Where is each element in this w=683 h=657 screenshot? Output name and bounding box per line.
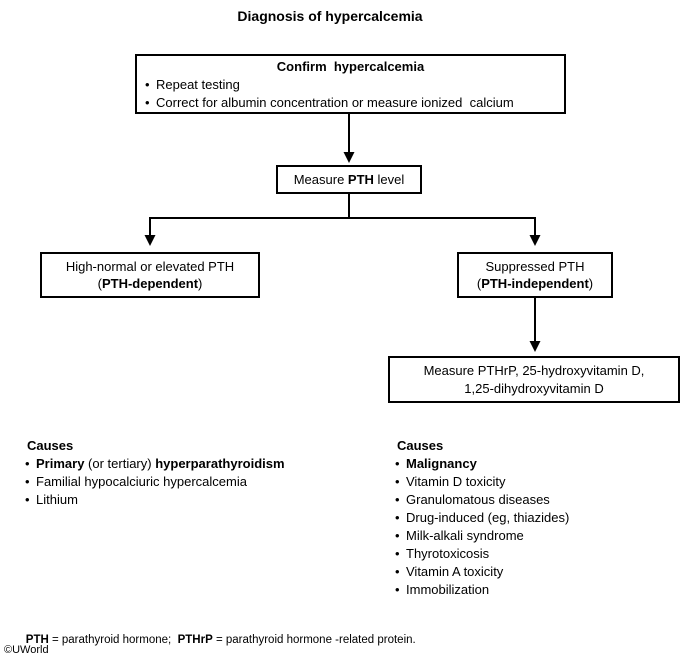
branch-connector — [144, 193, 541, 246]
bullet-glyph: • — [395, 492, 400, 507]
cause-item-text: Drug-induced (eg, thiazides) — [406, 510, 570, 525]
footnote-pth-abbrev: PTH — [25, 634, 49, 646]
bullet-glyph: • — [395, 546, 400, 561]
causes-left-heading: Causes — [27, 438, 74, 453]
arrow-suppressed-to-pthrp — [529, 298, 541, 352]
measure-pth-box: Measure PTH level — [276, 165, 422, 194]
footnote-text: = parathyroid hormone -related protein. — [212, 634, 416, 646]
page-title: Diagnosis of hypercalcemia — [237, 8, 423, 24]
causes-pth-independent: Causes • Malignancy • Vitamin D toxicity… — [395, 437, 680, 599]
cause-seg: (or tertiary) — [84, 456, 156, 471]
measure-pth-text-post: level — [373, 171, 405, 187]
cause-item-text: Malignancy — [406, 456, 477, 471]
measure-pth-text-bold: PTH — [347, 171, 374, 187]
confirm-bullet-1: • Repeat testing — [145, 76, 556, 94]
confirm-bullet-2-text: Correct for albumin concentration or mea… — [156, 95, 514, 110]
causes-right-heading: Causes — [397, 438, 444, 453]
pth-dependent-bold: PTH-dependent — [101, 276, 199, 291]
cause-seg-bold: Primary — [36, 456, 85, 471]
bullet-glyph: • — [145, 95, 150, 110]
bullet-glyph: • — [25, 492, 30, 507]
paren-close: ) — [588, 276, 594, 291]
cause-item-text: Lithium — [36, 492, 78, 507]
paren-close: ) — [198, 276, 203, 291]
confirm-box-title: Confirm hypercalcemia — [276, 59, 425, 74]
confirm-bullet-2: • Correct for albumin concentration or m… — [145, 94, 556, 112]
cause-item-text: Vitamin D toxicity — [406, 474, 506, 489]
bullet-glyph: • — [395, 456, 400, 471]
cause-item-text: Familial hypocalciuric hypercalcemia — [36, 474, 247, 489]
cause-seg-bold: hyperparathyroidism — [155, 456, 285, 471]
cause-item: • Granulomatous diseases — [395, 491, 680, 509]
abbreviation-footnote: PTH = parathyroid hormone; PTHrP = parat… — [13, 622, 416, 657]
pth-dependent-box: High-normal or elevated PTH (PTH-depende… — [40, 252, 260, 298]
cause-item: • Thyrotoxicosis — [395, 545, 680, 563]
paren-open: ( — [476, 276, 482, 291]
cause-item: • Immobilization — [395, 581, 680, 599]
bullet-glyph: • — [25, 474, 30, 489]
measure-pthrp-box: Measure PTHrP, 25-hydroxyvitamin D, 1,25… — [388, 356, 680, 403]
cause-item: • Vitamin D toxicity — [395, 473, 680, 491]
bullet-glyph: • — [145, 77, 150, 92]
pth-independent-bold: PTH-independent — [481, 276, 589, 291]
causes-pth-dependent: Causes • Primary (or tertiary) hyperpara… — [25, 437, 375, 509]
bullet-glyph: • — [25, 456, 30, 471]
bullet-glyph: • — [395, 582, 400, 597]
pth-dependent-line2: (PTH-dependent) — [98, 275, 203, 292]
pth-independent-box: Suppressed PTH (PTH-independent) — [457, 252, 613, 298]
cause-item-text: Thyrotoxicosis — [406, 546, 490, 561]
pthrp-line1: Measure PTHrP, 25-hydroxyvitamin D, — [423, 362, 645, 378]
bullet-glyph: • — [395, 528, 400, 543]
cause-item: • Drug-induced (eg, thiazides) — [395, 509, 680, 527]
cause-item-text: Vitamin A toxicity — [406, 564, 504, 579]
footnote-text: = parathyroid hormone; — [48, 634, 178, 646]
cause-item: • Primary (or tertiary) hyperparathyroid… — [25, 455, 375, 473]
confirm-hypercalcemia-box: Confirm hypercalcemia • Repeat testing •… — [135, 54, 566, 114]
cause-item-text: Primary (or tertiary) hyperparathyroidis… — [36, 455, 285, 473]
pthrp-line2: 1,25-dihydroxyvitamin D — [464, 380, 604, 396]
bullet-glyph: • — [395, 564, 400, 579]
cause-item: • Lithium — [25, 491, 375, 509]
pth-independent-line2: (PTH-independent) — [477, 275, 593, 292]
paren-open: ( — [97, 276, 102, 291]
bullet-glyph: • — [395, 510, 400, 525]
pth-independent-line1: Suppressed PTH — [485, 259, 585, 274]
cause-item-text: Milk-alkali syndrome — [406, 528, 524, 543]
cause-item: • Familial hypocalciuric hypercalcemia — [25, 473, 375, 491]
cause-item-text: Immobilization — [406, 582, 490, 597]
uworld-copyright: ©UWorld — [4, 644, 49, 656]
cause-item-text: Granulomatous diseases — [406, 492, 550, 507]
cause-item: • Malignancy — [395, 455, 680, 473]
arrow-confirm-to-measure — [343, 114, 355, 163]
cause-item: • Vitamin A toxicity — [395, 563, 680, 581]
bullet-glyph: • — [395, 474, 400, 489]
footnote-pthrp-abbrev: PTHrP — [177, 634, 213, 646]
measure-pth-text-pre: Measure — [293, 171, 348, 187]
cause-item: • Milk-alkali syndrome — [395, 527, 680, 545]
confirm-bullet-1-text: Repeat testing — [156, 77, 240, 92]
pth-dependent-line1: High-normal or elevated PTH — [65, 259, 235, 274]
